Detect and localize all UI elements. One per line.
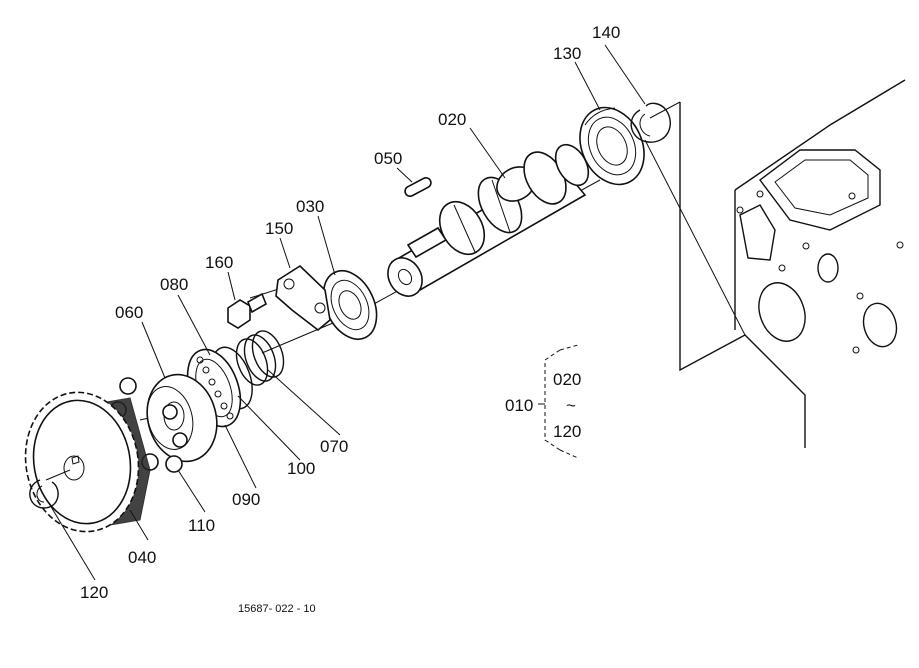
bolt-160	[227, 292, 268, 329]
label-090: 090	[232, 490, 260, 509]
ball-ring-090	[196, 356, 234, 420]
label-130: 130	[553, 44, 581, 63]
group-to-label: 120	[553, 422, 581, 441]
bearing-030	[322, 270, 378, 340]
label-110: 110	[188, 516, 215, 535]
camshaft-020	[387, 143, 590, 297]
label-030: 030	[296, 197, 324, 216]
leader-lines	[49, 44, 646, 581]
gear-040	[24, 391, 151, 533]
key-050	[404, 176, 432, 198]
spring-070	[235, 330, 285, 386]
label-070: 070	[320, 437, 348, 456]
label-010: 010	[505, 396, 533, 415]
engine-housing	[679, 79, 906, 448]
label-080: 080	[160, 275, 188, 294]
label-020: 020	[438, 110, 466, 129]
snap-ring-140	[630, 102, 671, 143]
bearing-130	[579, 106, 645, 186]
label-160: 160	[205, 253, 233, 272]
drawing-code: 15687- 022 - 10	[238, 603, 316, 615]
label-050: 050	[374, 149, 402, 168]
group-from-label: 020	[553, 370, 581, 389]
label-040: 040	[128, 548, 156, 567]
group-bracket-010	[538, 344, 579, 459]
label-060: 060	[115, 303, 143, 322]
group-tilde: ~	[566, 396, 576, 415]
circlip-120	[29, 469, 71, 509]
label-140: 140	[592, 23, 620, 42]
bracket-150	[275, 264, 331, 332]
governor-060	[146, 373, 218, 463]
label-100: 100	[287, 459, 315, 478]
label-120: 120	[80, 583, 108, 602]
part-labels: 140 130 020 050 030 150 160 080 060 070 …	[80, 23, 620, 602]
label-150: 150	[265, 219, 293, 238]
